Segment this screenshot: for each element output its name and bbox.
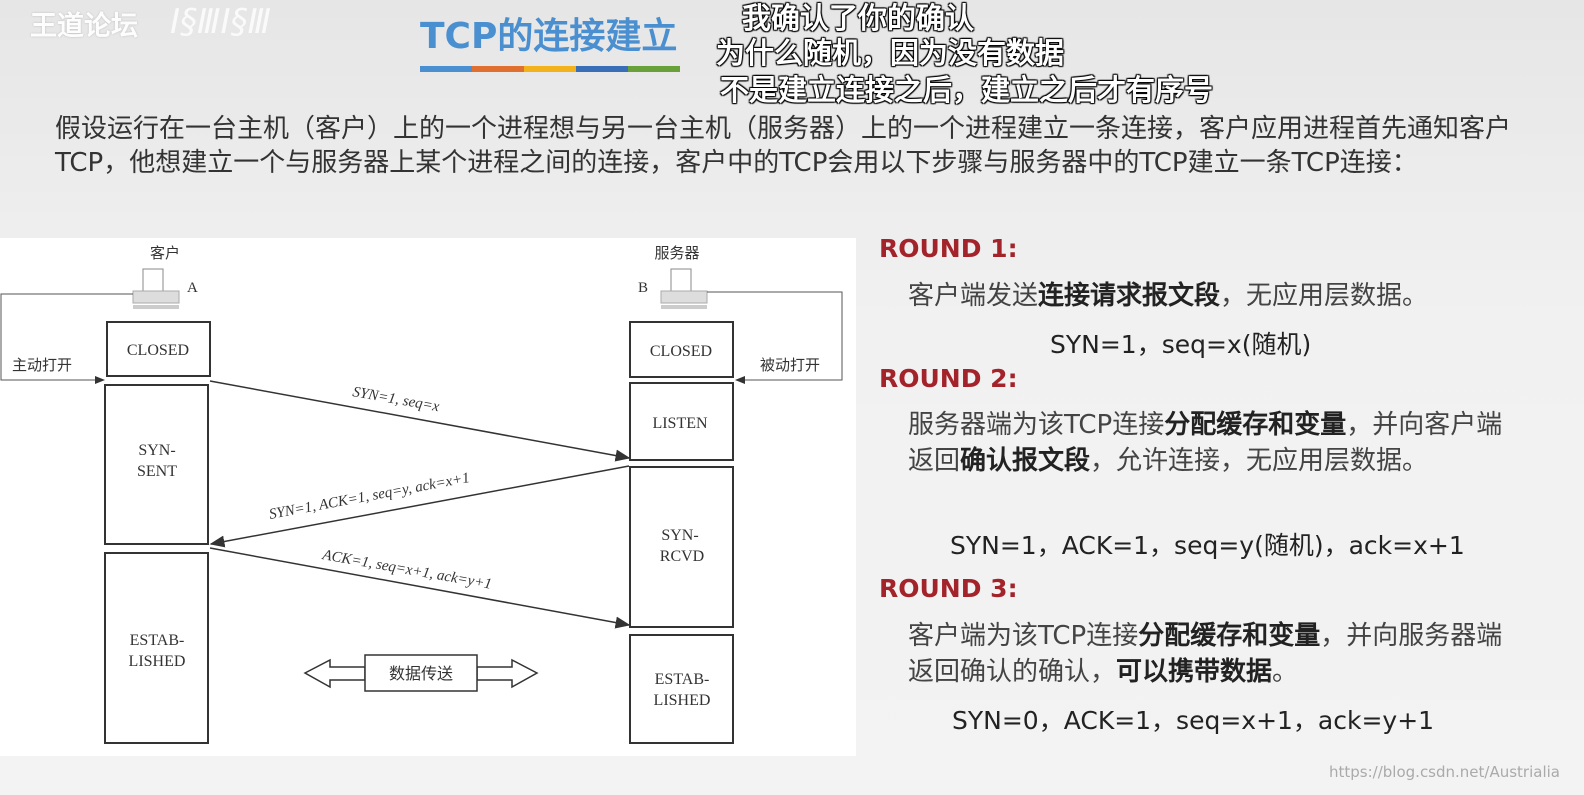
accent-bar xyxy=(576,66,628,72)
accent-bar xyxy=(524,66,576,72)
passive-open-label: 被动打开 xyxy=(760,357,820,374)
state-text: ESTAB- xyxy=(130,632,185,649)
round-3-label: ROUND 3: xyxy=(879,574,1018,603)
client-state-established xyxy=(104,552,209,744)
syn-ack-arrow xyxy=(209,465,630,548)
round-2-label: ROUND 2: xyxy=(879,364,1018,393)
round-1-formula: SYN=1，seq=x(随机) xyxy=(1050,330,1312,359)
data-transfer-arrow xyxy=(303,654,539,692)
subtitle-line: 不是建立连接之后，建立之后才有序号 xyxy=(720,73,1214,107)
state-text: ESTAB- xyxy=(655,671,710,688)
accent-bar xyxy=(472,66,524,72)
subtitle-line: 为什么随机，因为没有数据 xyxy=(716,36,1065,70)
state-text: LISHED xyxy=(654,692,711,709)
state-text: SENT xyxy=(137,463,177,480)
round-3-text: 客户端为该TCP连接分配缓存和变量，并向服务器端返回确认的确认，可以携带数据。 xyxy=(908,621,1503,687)
state-text: SYN- xyxy=(138,442,175,459)
intro-paragraph: 假设运行在一台主机（客户）上的一个进程想与另一台主机（服务器）上的一个进程建立一… xyxy=(55,114,1512,178)
syn-arrow xyxy=(209,380,631,462)
data-transfer-label: 数据传送 xyxy=(389,665,453,683)
round-1-text: 客户端发送连接请求报文段，无应用层数据。 xyxy=(908,281,1429,311)
state-text: RCVD xyxy=(660,548,704,565)
server-letter: B xyxy=(638,280,648,296)
server-state-syn-rcvd xyxy=(629,466,734,628)
subtitle-line: 我确认了你的确认 xyxy=(742,1,975,35)
round-1-label: ROUND 1: xyxy=(879,234,1018,263)
ack-arrow xyxy=(209,547,631,629)
accent-bar xyxy=(628,66,680,72)
server-state-closed xyxy=(629,321,734,378)
ack-message: ACK=1, seq=x+1, ack=y+1 xyxy=(320,547,493,593)
slide-title: TCP的连接建立 xyxy=(420,16,678,57)
client-computer-icon xyxy=(132,268,180,309)
state-text: CLOSED xyxy=(650,343,712,360)
accent-bar xyxy=(420,66,472,72)
client-letter: A xyxy=(187,280,198,296)
server-state-listen xyxy=(629,382,734,461)
passive-open-arrow xyxy=(707,291,843,384)
state-text: CLOSED xyxy=(127,342,189,359)
round-2-text: 服务器端为该TCP连接分配缓存和变量，并向客户端返回确认报文段，允许连接，无应用… xyxy=(908,410,1503,476)
state-text: SYN- xyxy=(661,527,698,544)
round-3-formula: SYN=0，ACK=1，seq=x+1，ack=y+1 xyxy=(952,706,1435,735)
logo-mark: Ⅰ§ⅢⅠ§Ⅲ xyxy=(170,2,271,42)
tcp-handshake-diagram: 客户 服务器 A B 主动打开 被动打开 CLOSED SYN- SENT ES… xyxy=(0,238,856,756)
state-text: LISTEN xyxy=(652,415,708,432)
state-text: LISHED xyxy=(129,653,186,670)
watermark: https://blog.csdn.net/Austrialia xyxy=(1329,763,1560,781)
client-label: 客户 xyxy=(150,245,180,262)
server-label: 服务器 xyxy=(654,245,699,262)
server-state-established xyxy=(629,634,734,744)
syn-message: SYN=1, seq=x xyxy=(351,384,441,415)
active-open-label: 主动打开 xyxy=(12,357,72,374)
server-computer-icon xyxy=(660,268,708,309)
active-open-arrow xyxy=(0,293,133,384)
round-2-formula: SYN=1，ACK=1，seq=y(随机)，ack=x+1 xyxy=(950,531,1465,560)
client-state-syn-sent xyxy=(104,384,209,545)
logo: 王道论坛 xyxy=(30,11,138,42)
client-state-closed xyxy=(106,321,211,377)
